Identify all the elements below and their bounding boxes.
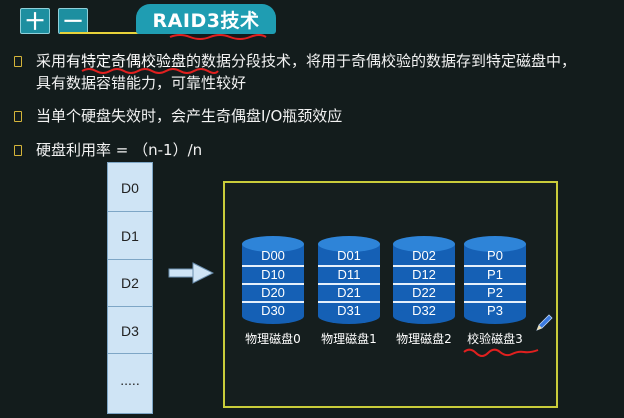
disk-block: D01 <box>337 248 361 263</box>
disk-block: D00 <box>261 248 285 263</box>
disk-block: P1 <box>487 267 503 282</box>
disk-block: D10 <box>261 267 285 282</box>
stripe-cell: D0 <box>121 180 139 196</box>
bullet-1-highlight: 有特定奇偶校验盘 <box>66 52 187 70</box>
disk-0: D00 D10 D20 D30 <box>242 236 304 324</box>
disk-block: D32 <box>412 303 436 318</box>
disk-block: P0 <box>487 248 503 263</box>
pen-icon <box>536 314 553 331</box>
stripe-divider <box>108 353 152 354</box>
disk-block: D21 <box>337 285 361 300</box>
bullet-1-line2: 具有数据容错能力，可靠性较好 <box>36 74 247 92</box>
disk-block: D22 <box>412 285 436 300</box>
stripe-divider <box>108 211 152 212</box>
right-arrow-icon <box>168 262 214 284</box>
stripe-cell: D1 <box>121 228 139 244</box>
section-number-box-1: 十 <box>20 8 50 34</box>
slide-title: RAID3技术 <box>136 4 276 34</box>
disk-2-name: 物理磁盘2 <box>396 332 452 346</box>
disk-block: P3 <box>487 303 503 318</box>
square-bullet-icon <box>14 56 22 67</box>
bullet-1-post: 的数据分段技术，将用于奇偶校验的数据存到特定磁盘中， <box>186 52 577 70</box>
disk-block: D02 <box>412 248 436 263</box>
disk-block: P2 <box>487 285 503 300</box>
disk-2: D02 D12 D22 D32 <box>393 236 455 324</box>
disk-block: D31 <box>337 303 361 318</box>
data-stripe-block: D0 D1 D2 D3 ..... <box>107 162 153 414</box>
disk-1-name: 物理磁盘1 <box>321 332 377 346</box>
square-bullet-icon <box>14 111 22 122</box>
square-bullet-icon <box>14 145 22 156</box>
bullet-3-text: 硬盘利用率 = （n-1）/n <box>36 141 203 159</box>
disk-3-name: 校验磁盘3 <box>467 332 523 346</box>
stripe-cell: D2 <box>121 275 139 291</box>
disk-block: D12 <box>412 267 436 282</box>
stripe-divider <box>108 259 152 260</box>
disk-block: D20 <box>261 285 285 300</box>
stripe-cell: D3 <box>121 323 139 339</box>
disk-0-name: 物理磁盘0 <box>245 332 301 346</box>
bullet-2-text: 当单个硬盘失效时，会产生奇偶盘I/O瓶颈效应 <box>36 107 343 125</box>
disk-block: D11 <box>337 267 361 282</box>
stripe-cell: ..... <box>120 372 140 388</box>
bullet-1-pre: 采用 <box>36 52 67 70</box>
title-underline-annotation <box>169 34 267 40</box>
disk-1: D01 D11 D21 D31 <box>318 236 380 324</box>
bullet-1-text: 采用有特定奇偶校验盘的数据分段技术，将用于奇偶校验的数据存到特定磁盘中， 具有数… <box>36 50 621 94</box>
header-rule <box>60 32 200 34</box>
stripe-divider <box>108 306 152 307</box>
section-number-box-2: 一 <box>58 8 88 34</box>
disk-block: D30 <box>261 303 285 318</box>
parity-disk-3: P0 P1 P2 P3 <box>464 236 526 324</box>
